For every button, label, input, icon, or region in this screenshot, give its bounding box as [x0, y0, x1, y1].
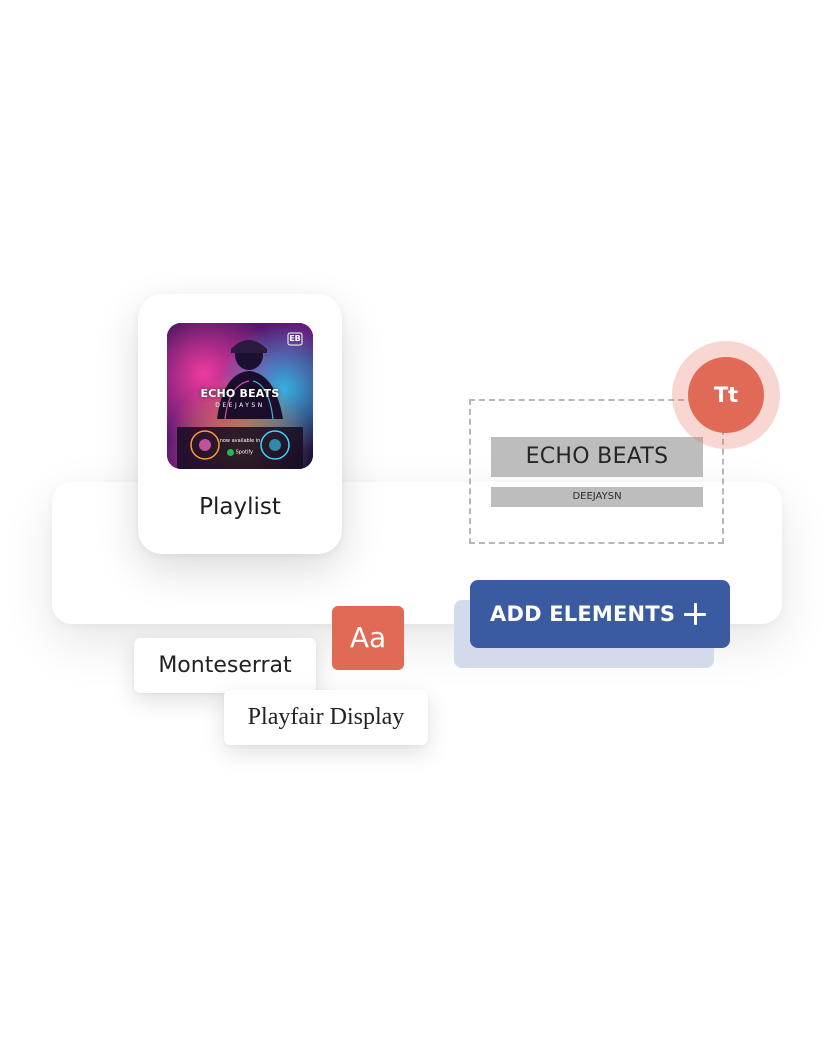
text-element-title[interactable]: ECHO BEATS [491, 437, 703, 477]
playlist-label: Playlist [199, 494, 281, 520]
album-cover-art [167, 323, 313, 469]
cover-availability: now available in [219, 438, 261, 444]
font-option-montserrat[interactable]: Monteserrat [134, 638, 316, 693]
album-cover: EB ECHO BEATS DEEJAYSN now available in … [167, 323, 313, 469]
cover-platform-label: Spotify [235, 449, 253, 456]
playlist-card[interactable]: EB ECHO BEATS DEEJAYSN now available in … [138, 294, 342, 554]
text-tool-button[interactable]: Tt [688, 357, 764, 433]
add-elements-label: ADD ELEMENTS [490, 602, 676, 626]
font-option-playfair[interactable]: Playfair Display [224, 690, 428, 745]
cover-platform: Spotify [167, 449, 313, 456]
plus-icon [684, 603, 706, 625]
font-tool-button[interactable]: Aa [332, 606, 404, 670]
text-element-subtitle[interactable]: DEEJAYSN [491, 487, 703, 507]
add-elements-button[interactable]: ADD ELEMENTS [470, 580, 730, 648]
text-selection-box[interactable]: ECHO BEATS DEEJAYSN [469, 399, 724, 544]
cover-title: ECHO BEATS [200, 387, 280, 400]
cover-artist: DEEJAYSN [215, 402, 265, 409]
spotify-icon [227, 449, 234, 456]
cover-logo: EB [289, 334, 301, 343]
